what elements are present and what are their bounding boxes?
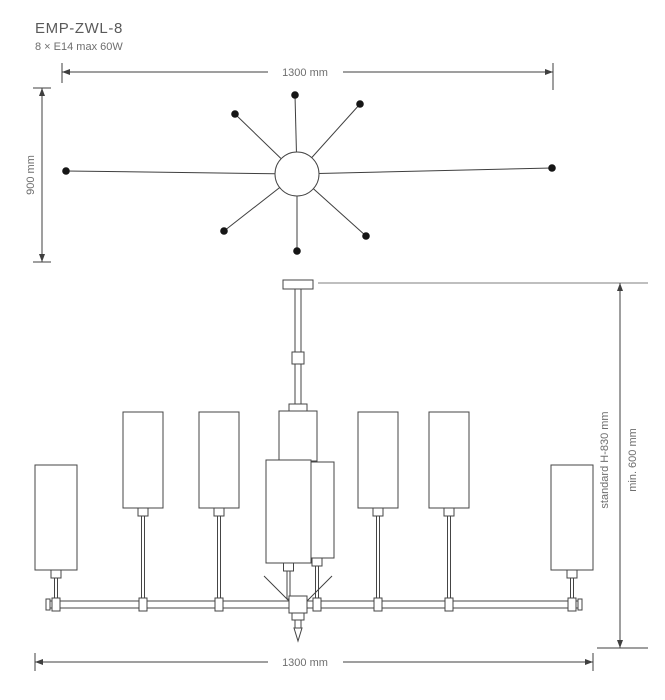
shade-body <box>428 411 470 509</box>
bar-joint <box>138 597 148 612</box>
shade-stem <box>376 515 380 601</box>
bottom-width-label: 1300 mm <box>282 657 328 669</box>
arm-line <box>65 170 298 175</box>
shade-neck <box>137 507 149 517</box>
rod-lower <box>294 363 302 407</box>
product-code: EMP-ZWL-8 <box>35 20 123 37</box>
product-spec: 8 × E14 max 60W <box>35 41 123 53</box>
side-view: standard H-830 mm min. 600 mm 1300 mm <box>34 279 648 671</box>
lamp-dot <box>220 227 228 235</box>
shade-stem <box>286 570 291 600</box>
shade-stem <box>217 515 221 601</box>
bar-joint <box>312 597 322 612</box>
rod-upper <box>294 288 302 354</box>
bar-end-cap <box>577 598 583 611</box>
suspension <box>278 279 318 462</box>
bottom-width-dimension: 1300 mm <box>34 653 594 671</box>
shade-outer-right <box>550 464 594 602</box>
center-hub <box>274 151 320 197</box>
finial <box>291 612 305 643</box>
finial-cap <box>291 612 305 621</box>
bar-joint <box>373 597 383 612</box>
arms-plan <box>62 91 556 255</box>
shade-stem <box>447 515 451 601</box>
shade-upper-3 <box>357 411 399 601</box>
bar-end-cap <box>45 598 51 611</box>
top-width-label: 1300 mm <box>282 67 328 79</box>
shade-body <box>34 464 78 571</box>
shade-neck <box>50 569 62 579</box>
shade-body <box>550 464 594 571</box>
bar-joints <box>45 595 583 614</box>
lamp-dot <box>62 167 70 175</box>
shade-neck <box>283 562 294 572</box>
height-standard-label: standard H-830 mm <box>599 411 611 508</box>
shade-neck <box>566 569 578 579</box>
shade-neck <box>443 507 455 517</box>
bar-joint <box>444 597 454 612</box>
shade-body <box>357 411 399 509</box>
shade-neck <box>311 557 323 567</box>
height-dimension: standard H-830 mm min. 600 mm <box>318 282 648 649</box>
shade-upper-1 <box>122 411 164 601</box>
center-hub-joint <box>288 595 308 614</box>
top-depth-label: 900 mm <box>25 155 37 195</box>
top-depth-dimension: 900 mm <box>25 87 51 263</box>
bar-joint <box>51 597 61 612</box>
finial-tip <box>293 627 303 643</box>
finial-stem <box>294 619 302 629</box>
lamp-dot <box>293 247 301 255</box>
center-column <box>278 410 318 462</box>
shade-body <box>265 459 312 564</box>
shade-outer-left <box>34 464 78 602</box>
lamp-dot <box>362 232 370 240</box>
bar-joint <box>214 597 224 612</box>
rod-collar <box>288 403 308 412</box>
lamp-dot <box>548 164 556 172</box>
top-view: 1300 mm 900 mm <box>25 63 556 263</box>
center-brace-right <box>305 575 333 603</box>
shade-stem <box>315 565 319 600</box>
top-width-dimension: 1300 mm <box>61 63 554 90</box>
header: EMP-ZWL-8 8 × E14 max 60W <box>35 20 123 53</box>
lamp-dot <box>356 100 364 108</box>
lamp-dot <box>291 91 299 99</box>
lamp-dot <box>231 110 239 118</box>
shade-upper-4 <box>428 411 470 601</box>
shade-upper-2 <box>198 411 240 601</box>
shade-body <box>198 411 240 509</box>
center-brace-left <box>263 575 291 603</box>
shade-neck <box>213 507 225 517</box>
bar-joint <box>567 597 577 612</box>
shade-body <box>122 411 164 509</box>
shade-center-front <box>265 459 312 600</box>
arm-line <box>296 167 553 175</box>
ceiling-canopy <box>282 279 314 290</box>
height-min-label: min. 600 mm <box>627 428 639 492</box>
shade-neck <box>372 507 384 517</box>
rod-joint <box>291 351 305 365</box>
shade-stem <box>141 515 145 601</box>
